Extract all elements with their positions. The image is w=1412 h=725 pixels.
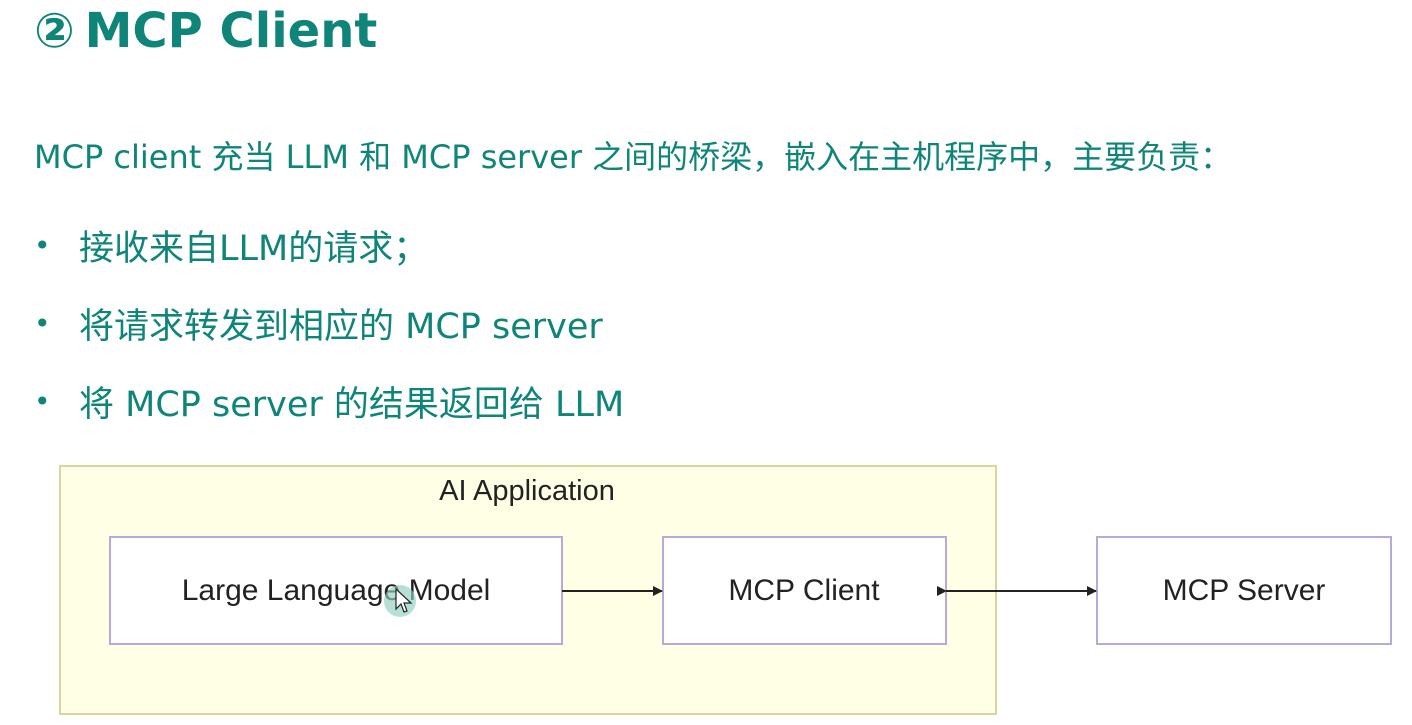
mcp-server-label: MCP Server xyxy=(1163,574,1326,607)
ai-application-label: AI Application xyxy=(439,475,615,507)
mcp-client-label: MCP Client xyxy=(728,574,880,607)
bullet-text: 将 MCP server 的结果返回给 LLM xyxy=(79,384,625,425)
bullet-item: • 将请求转发到相应的 MCP server xyxy=(34,284,624,362)
mouse-cursor-icon xyxy=(384,585,416,617)
bullet-text: 将请求转发到相应的 MCP server xyxy=(79,306,603,347)
llm-label: Large Language Model xyxy=(182,574,491,607)
bullet-dot-icon: • xyxy=(34,384,51,418)
intro-text: MCP client 充当 LLM 和 MCP server 之间的桥梁，嵌入在… xyxy=(34,138,1233,176)
section-number: ② xyxy=(34,3,75,59)
bullet-dot-icon: • xyxy=(34,306,51,340)
llm-box xyxy=(109,536,563,645)
mcp-server-box xyxy=(1096,536,1392,645)
section-title: MCP Client xyxy=(84,3,378,59)
bullet-list: • 接收来自LLM的请求； • 将请求转发到相应的 MCP server • 将… xyxy=(34,206,624,440)
bullet-dot-icon: • xyxy=(34,228,51,262)
bullet-item: • 将 MCP server 的结果返回给 LLM xyxy=(34,362,624,440)
page-title: ② MCP Client xyxy=(34,0,377,62)
bullet-text: 接收来自LLM的请求； xyxy=(79,228,429,269)
bullet-item: • 接收来自LLM的请求； xyxy=(34,206,624,284)
mcp-client-box xyxy=(662,536,947,645)
